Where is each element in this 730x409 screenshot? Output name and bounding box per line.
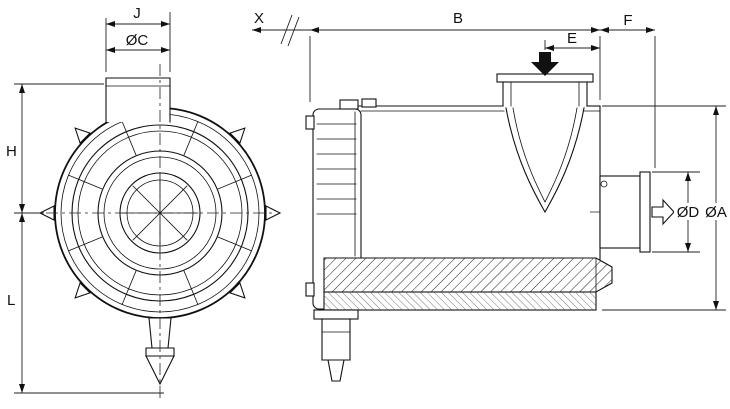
spoke-line (183, 120, 199, 156)
filter-element-hatch (324, 258, 612, 292)
cover-latch-clip (305, 282, 315, 297)
dim-arrow (106, 21, 115, 27)
spoke-line (183, 270, 199, 306)
cover-handle (339, 99, 359, 110)
dim-label-bg (674, 203, 702, 220)
mount-tab (228, 127, 246, 145)
dim-label-C: ØC (126, 32, 149, 49)
spoke-line (121, 120, 137, 156)
mount-tab (74, 127, 92, 145)
front-view-dimensions: J ØC H L (6, 5, 171, 394)
outlet-tube (599, 175, 641, 249)
drain-flange (313, 309, 359, 320)
drain-tube (313, 309, 359, 382)
dim-arrow (591, 27, 600, 33)
dim-arrow (161, 21, 170, 27)
break-mark (280, 14, 293, 45)
mounting-tabs (38, 127, 282, 299)
airflow-arrow-stem (539, 52, 551, 62)
outlet-flange (639, 171, 651, 253)
break-mark (287, 16, 300, 47)
dim-arrow (106, 47, 115, 53)
dim-label-L: L (7, 292, 15, 309)
airflow-out-arrow-icon (651, 198, 675, 226)
spoke-line (121, 270, 137, 306)
drain-vacuator-tip (327, 359, 345, 382)
dim-label-H: H (6, 143, 17, 160)
dim-label-D: ØD (677, 204, 700, 221)
dim-arrow (19, 204, 25, 213)
dim-arrow (685, 172, 691, 181)
spoke-line (217, 236, 253, 252)
mount-tab (74, 281, 92, 299)
inlet-tube-front (105, 77, 171, 123)
side-section-view (305, 73, 666, 382)
dim-label-F: F (623, 12, 632, 29)
dim-label-B: B (453, 10, 463, 27)
cover-latch-clip (305, 115, 315, 130)
side-view-dimensions: X B F E ØD ØA (252, 10, 730, 311)
dim-label-bg (702, 203, 730, 220)
spoke-line (217, 174, 253, 190)
spokes (67, 120, 253, 306)
dim-label-X: X (254, 10, 264, 27)
dim-arrow (545, 45, 554, 51)
airflow-in-arrow-icon (531, 52, 559, 76)
dim-arrow (713, 106, 719, 115)
body-latch-catch (361, 98, 377, 108)
dim-arrow (310, 27, 319, 33)
mount-tab (228, 281, 246, 299)
front-view (38, 64, 282, 398)
dim-arrow (685, 243, 691, 252)
spoke-line (67, 236, 103, 252)
airflow-arrow-head (531, 62, 559, 76)
outlet-bolt (600, 180, 608, 188)
dim-arrow (591, 45, 600, 51)
dim-arrow (252, 27, 261, 33)
mount-tab (265, 205, 282, 221)
dim-arrow (19, 384, 25, 393)
vortex-cone-outer (505, 107, 585, 214)
vortex-cone-inner (512, 107, 578, 203)
dim-arrow (19, 213, 25, 222)
dim-arrow (713, 301, 719, 310)
dim-label-A: ØA (705, 204, 727, 221)
dim-arrow (161, 47, 170, 53)
dim-arrow (600, 27, 609, 33)
dim-arrow (19, 84, 25, 93)
dim-label-J: J (133, 5, 141, 22)
spoke-line (67, 174, 103, 190)
lower-shell-hatch (324, 292, 596, 310)
cover-ribs (316, 123, 357, 215)
dim-label-E: E (567, 30, 577, 47)
dim-arrow (646, 27, 655, 33)
